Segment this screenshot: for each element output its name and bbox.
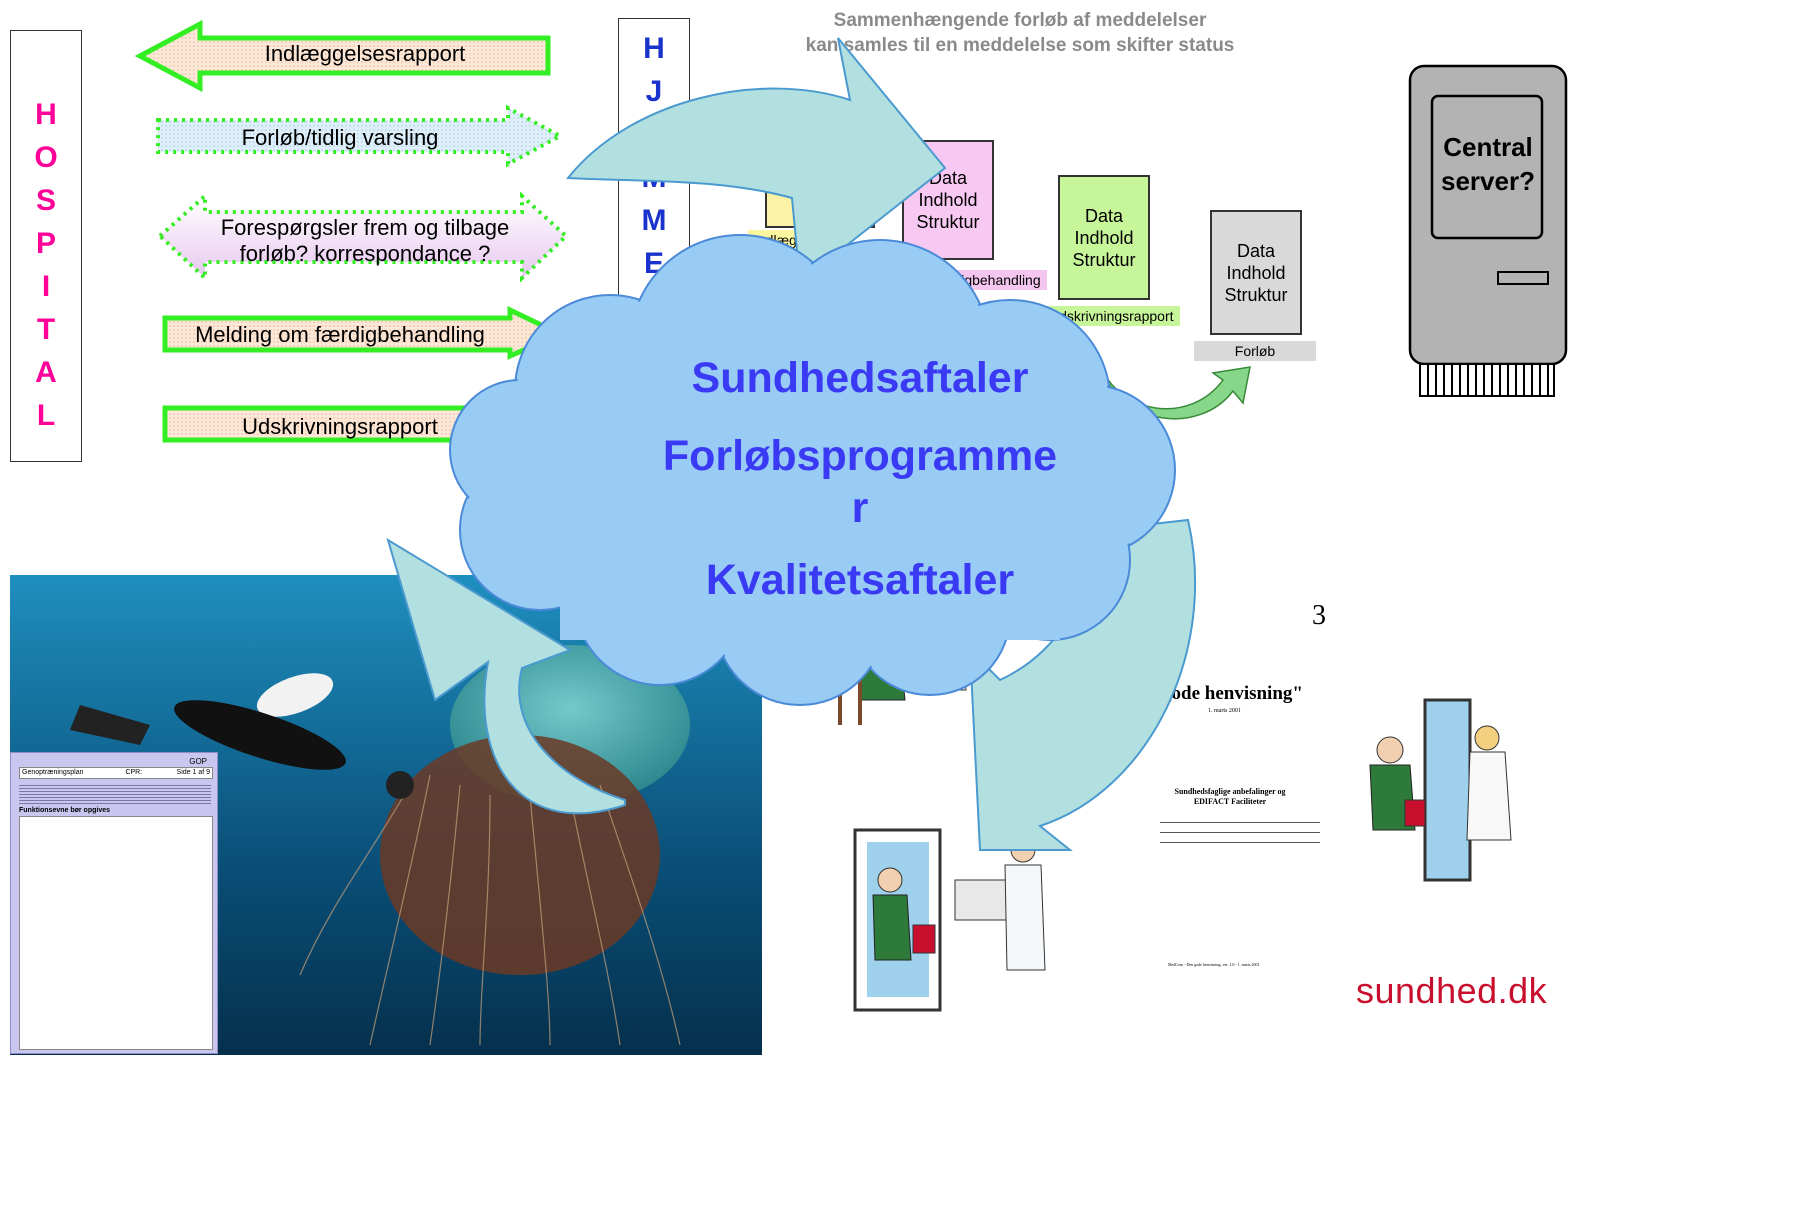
- arrow-forespoergsel: [157, 191, 569, 283]
- doc-udskrivning: Data Indhold Struktur: [1058, 175, 1150, 300]
- henvisning-title: gode henvisning": [1162, 683, 1303, 704]
- form-page: Side 1 af 9: [176, 769, 210, 776]
- arrow-indlaeggelse: [134, 19, 551, 93]
- doctor-door-illustration: [853, 828, 1046, 1012]
- message-arrows: [134, 19, 569, 450]
- form-field: [19, 816, 213, 1050]
- arrow-label-forespoergsel-2: forløb? korrespondance ?: [239, 241, 491, 266]
- doc-forloeb-l1: Data: [1236, 240, 1276, 261]
- hjemmepleje-letter: M: [641, 204, 667, 237]
- hospital-letter: A: [35, 356, 57, 389]
- hospital-letters: H O S P I T A L: [11, 93, 81, 437]
- hospital-box: H O S P I T A L: [10, 30, 82, 462]
- caption-forloeb: Forløb: [1194, 341, 1316, 361]
- cycle-arrow-top: [566, 37, 947, 284]
- server-icon: [1408, 64, 1568, 397]
- doc-udskrivning-l3: Struktur: [1072, 249, 1136, 270]
- arrow-label-forloeb: Forløb/tidlig varsling: [241, 125, 439, 150]
- form-document: GOP Genoptræningsplan CPR: Side 1 af 9 F…: [10, 752, 218, 1054]
- top-caption-line1: Sammenhængende forløb af meddelelser: [833, 10, 1207, 31]
- page-number: 3: [1312, 600, 1326, 631]
- cloud-line-forloebsprogrammer: Forløbsprogramme: [662, 432, 1058, 480]
- form-cpr: CPR:: [125, 769, 143, 776]
- cloud-line-sundhedsaftaler: Sundhedsaftaler: [691, 354, 1029, 402]
- hospital-letter: P: [35, 227, 56, 260]
- henvisning-date: 1. marts 2001: [1208, 708, 1241, 714]
- hjemmepleje-letter: H: [643, 32, 665, 65]
- arrow-forloeb: [156, 104, 565, 168]
- caption-udskrivning: Udskrivningsrapport: [1043, 306, 1180, 326]
- hospital-letter: H: [35, 98, 57, 131]
- doc-udskrivning-l2: Indhold: [1074, 227, 1134, 248]
- server-label: Central server?: [1432, 130, 1544, 198]
- cloud-line-kvalitetsaftaler: Kvalitetsaftaler: [705, 556, 1015, 604]
- cycle-arrow-left: [386, 537, 626, 815]
- arrow-label-udskrivning: Udskrivningsrapport: [242, 414, 438, 439]
- form-title: Genoptræningsplan: [22, 769, 84, 776]
- nurse-door-illustration: [1369, 698, 1512, 882]
- server-label-line2: server?: [1441, 166, 1535, 196]
- arrow-label-forespoergsel-1: Forespørgsler frem og tilbage: [220, 215, 510, 240]
- doc-varsling-l2: Indhold: [918, 190, 978, 210]
- henvisning-sub1: Sundhedsfaglige anbefalinger og: [1174, 787, 1286, 796]
- hospital-letter: O: [34, 141, 58, 174]
- arrow-label-melding: Melding om færdigbehandling: [195, 322, 485, 347]
- henvisning-footer: MedCom - Den gode henvisning, ver. 1.0 -…: [1168, 962, 1260, 967]
- form-header: Genoptræningsplan CPR: Side 1 af 9: [19, 767, 213, 779]
- doc-varsling-l3: Struktur: [916, 212, 980, 232]
- top-caption: Sammenhængende forløb af meddelelser kan…: [780, 8, 1260, 58]
- server-label-line1: Central: [1443, 132, 1533, 162]
- doc-forloeb: Data Indhold Struktur: [1210, 210, 1302, 335]
- doc-forloeb-l3: Struktur: [1224, 284, 1288, 305]
- form-section: Funktionsevne bør opgives: [19, 807, 111, 814]
- top-caption-line2: kan samles til en meddelelse som skifter…: [805, 35, 1235, 56]
- henvisning-sub: Sundhedsfaglige anbefalinger og EDIFACT …: [1160, 787, 1300, 807]
- doc-udskrivning-l1: Data: [1084, 205, 1124, 226]
- hospital-letter: S: [35, 184, 56, 217]
- henvisning-sub2: EDIFACT Faciliteter: [1193, 797, 1267, 806]
- doc-forloeb-l2: Indhold: [1226, 262, 1286, 283]
- form-tag: GOP: [189, 757, 207, 766]
- arrow-label-indlaeggelse: Indlæggelsesrapport: [264, 41, 466, 66]
- henvisning-table: [1160, 815, 1320, 845]
- sundhed-logo: sundhed.dk: [1356, 970, 1548, 1011]
- form-intro-lines: [19, 783, 211, 805]
- hospital-letter: I: [41, 270, 51, 303]
- cloud-line-forloebsprogrammer-wrap: r: [851, 484, 869, 532]
- hospital-letter: T: [36, 313, 56, 346]
- hospital-letter: L: [36, 399, 56, 432]
- hjemmepleje-letter: J: [645, 75, 663, 108]
